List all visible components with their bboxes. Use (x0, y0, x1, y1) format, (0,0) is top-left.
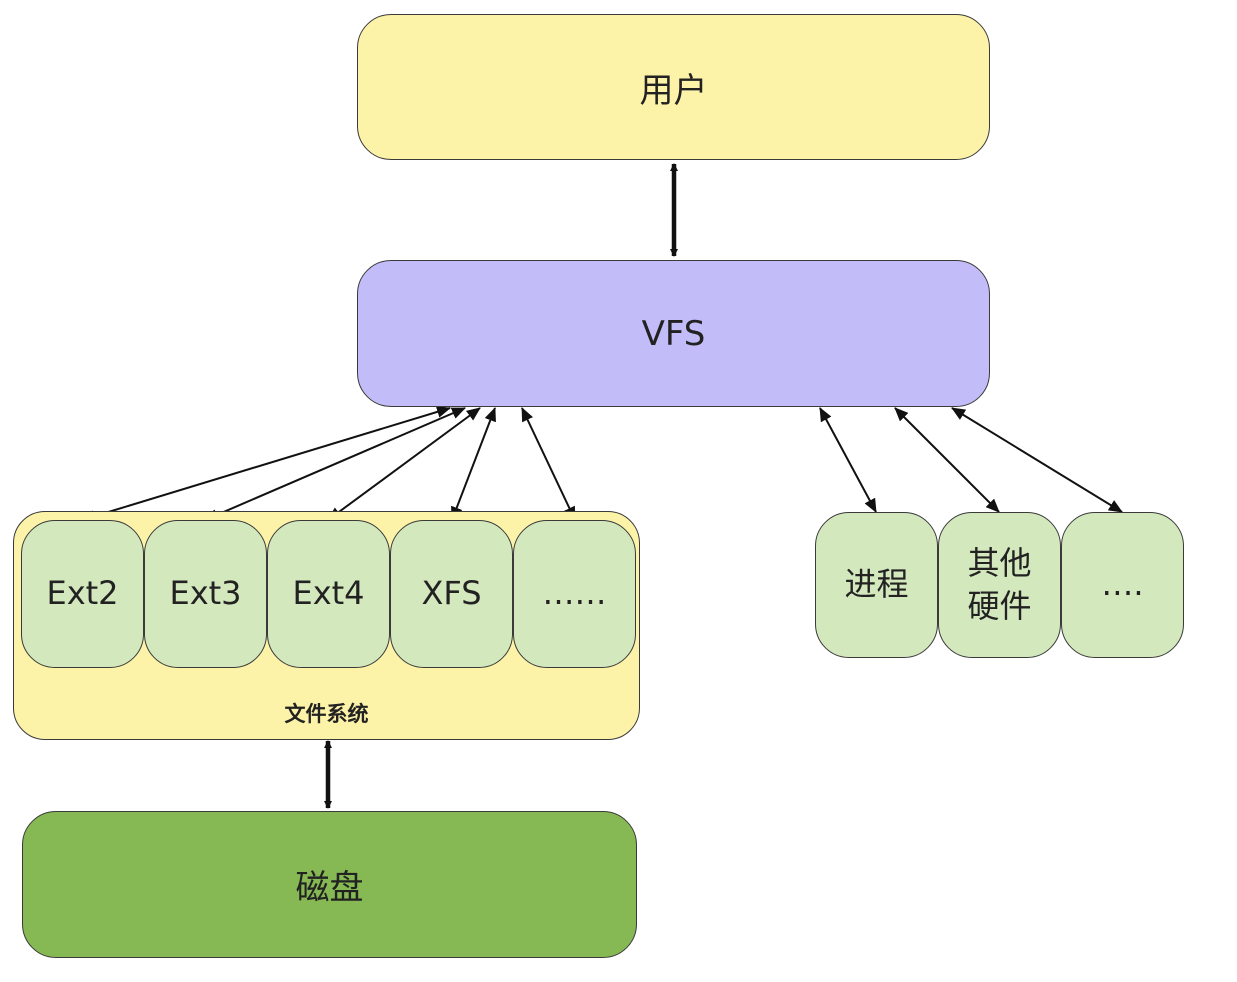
fs-node-label: Ext4 (292, 574, 365, 613)
vfs-label: VFS (641, 313, 706, 354)
arrow-vfs-ext2 (81, 406, 451, 522)
hardware-node: 其他 硬件 (938, 512, 1061, 658)
fs-node-label: Ext3 (169, 574, 242, 613)
arrow-vfs-more-other (951, 407, 1123, 513)
arrow-vfs-more-fs (521, 407, 576, 521)
user-node: 用户 (357, 14, 990, 160)
arrow-vfs-ext4 (327, 407, 481, 521)
process-node: 进程 (815, 512, 938, 658)
disk-node: 磁盘 (22, 811, 637, 958)
fs-node-label: Ext2 (46, 574, 119, 613)
vfs-node: VFS (357, 260, 990, 407)
fs-node-xfs: XFS (390, 520, 513, 668)
other-more-label: …. (1101, 565, 1144, 604)
hardware-label: 其他 硬件 (967, 543, 1032, 625)
other-more-node: …. (1061, 512, 1184, 658)
disk-label: 磁盘 (295, 868, 364, 908)
fs-node-label: …… (542, 574, 607, 613)
arrow-vfs-ext3 (204, 407, 466, 521)
fs-node-ext3: Ext3 (144, 520, 267, 668)
filesystem-group-label: 文件系统 (284, 702, 369, 726)
fs-node-ext4: Ext4 (267, 520, 390, 668)
fs-node-more: …… (513, 520, 636, 668)
arrow-vfs-process (819, 407, 877, 513)
arrow-vfs-xfs (451, 407, 496, 521)
user-label: 用户 (639, 70, 708, 111)
process-label: 进程 (844, 565, 909, 604)
arrow-vfs-hardware (894, 407, 1000, 513)
fs-node-ext2: Ext2 (21, 520, 144, 668)
fs-node-label: XFS (421, 574, 482, 613)
